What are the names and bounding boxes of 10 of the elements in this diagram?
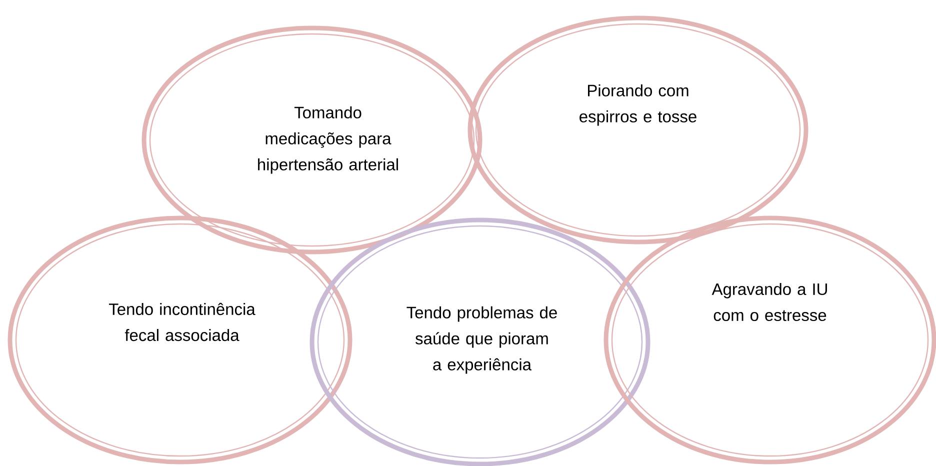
ellipse-text: Piorando com espirros e tosse (580, 84, 696, 126)
ellipse-text: Tendo problemas de saúde que pioram a experiência (406, 306, 557, 374)
ellipse (142, 26, 482, 254)
ellipse (468, 16, 808, 244)
ellipse (604, 216, 936, 464)
ellipse-text: Tomando medicações para hipertensão arterial (258, 106, 398, 174)
ellipse (8, 216, 352, 464)
ellipse (310, 218, 650, 466)
ellipse-text: Tendo incontinência fecal associada (109, 302, 256, 342)
ellipse-text: Agravando a IU com o estresse (712, 282, 827, 322)
